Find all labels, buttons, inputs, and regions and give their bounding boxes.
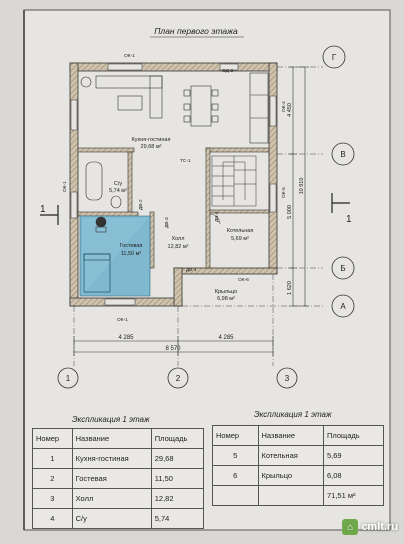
left-explication-table: Номер Название Площадь 1 Кухня-гостиная … [32, 428, 205, 529]
label-ok6: ОК-6 [238, 277, 249, 283]
label-ok1-left: ОК-1 [62, 181, 68, 192]
watermark: ⌂ cmlt.ru [342, 519, 398, 535]
bathroom-fixtures [85, 161, 122, 233]
cell-number: 3 [32, 488, 73, 509]
section-label-left: 1 [40, 204, 46, 215]
table-row: 1 Кухня-гостиная 29,68 [32, 448, 205, 469]
cell-name: Гостевая [71, 468, 152, 489]
axis-1: 1 [66, 374, 71, 383]
bath-name: С/у [114, 181, 123, 187]
porch-name: Крыльцо [215, 289, 237, 295]
guest-area: 11,50 м² [121, 251, 142, 257]
kitchen-furniture [80, 72, 269, 144]
dim-left-span: 4 285 [118, 335, 134, 341]
label-ok5: ОК-5 [281, 187, 287, 198]
label-stair: ТС-1 [180, 158, 191, 164]
bath-area: 5,74 м² [109, 188, 127, 194]
cell-name: Кухня-гостиная [71, 448, 152, 469]
left-table-caption: Экспликация 1 этаж [72, 415, 150, 424]
cell-area: 5,74 [150, 508, 205, 529]
axis-3: 3 [285, 374, 290, 383]
house-icon: ⌂ [342, 519, 359, 535]
label-dv3: ДВ-3 [164, 217, 170, 228]
boiler-name: Котельная [227, 228, 254, 234]
porch-area: 6,98 м² [217, 296, 235, 302]
label-ok4: ОК-4 [281, 101, 287, 112]
axis-a: А [340, 302, 346, 311]
axis-v: В [340, 150, 345, 159]
boiler-area: 5,69 м² [231, 236, 249, 242]
cell-number: 6 [212, 465, 259, 486]
table-header-row: Номер Название Площадь [32, 428, 205, 449]
cell-name: Крыльцо [257, 465, 324, 486]
table-row: 2 Гостевая 11,50 [32, 468, 205, 489]
table-row: 6 Крыльцо 6,08 [212, 465, 384, 486]
cell-number [212, 485, 259, 506]
table-row: 5 Котельная 5,69 [212, 445, 384, 466]
cell-number: 5 [212, 445, 259, 466]
kitchen-area: 29,68 м² [141, 144, 162, 150]
table-total-row: 71,51 м² [212, 485, 384, 506]
dim-right-total: 10 910 [299, 178, 305, 195]
hall-name: Холл [172, 236, 185, 242]
table-row: 4 С/у 5,74 [32, 508, 205, 529]
col-area: Площадь [323, 425, 384, 446]
dim-right-span: 4 285 [218, 335, 234, 341]
label-dv4: ДВ-4 [214, 211, 220, 222]
cell-number: 4 [32, 508, 73, 529]
cell-name: Холл [71, 488, 152, 509]
dim-right-low: 1 620 [287, 281, 293, 295]
right-explication-table: Номер Название Площадь 5 Котельная 5,69 … [212, 425, 384, 506]
section-label-right: 1 [346, 214, 352, 225]
guest-name: Гостевая [120, 243, 143, 249]
col-name: Название [71, 428, 152, 449]
cell-name: С/у [71, 508, 152, 529]
cell-area: 12,82 [150, 488, 205, 509]
cell-total-area: 71,51 м² [323, 485, 384, 506]
section-mark-left [40, 205, 59, 225]
label-od2-top: ОД-2 [222, 68, 233, 74]
table-row: 3 Холл 12,82 [32, 488, 205, 509]
axis-bubbles [57, 45, 355, 389]
right-table-caption: Экспликация 1 этаж [254, 410, 332, 419]
cell-area: 29,68 [150, 448, 205, 469]
axis-g: Г [332, 53, 337, 62]
cell-name: Котельная [257, 445, 324, 466]
col-number: Номер [212, 425, 259, 446]
plan-title: План первого этажа [154, 26, 238, 36]
axis-b: Б [340, 264, 345, 273]
dim-right-top: 4 450 [287, 103, 293, 117]
col-number: Номер [32, 428, 73, 449]
col-name: Название [257, 425, 324, 446]
dim-total-width: 8 570 [165, 346, 181, 352]
section-mark-right [331, 193, 350, 213]
watermark-text: cmlt.ru [361, 521, 398, 533]
cell-number: 1 [32, 448, 73, 469]
cell-area: 5,69 [323, 445, 384, 466]
cell-name [257, 485, 324, 506]
label-dv1: ДВ-1 [186, 267, 197, 273]
cell-area: 11,50 [150, 468, 205, 489]
dim-right-mid: 5 000 [287, 205, 293, 219]
cell-number: 2 [32, 468, 73, 489]
label-dv2: ДВ-2 [138, 199, 144, 210]
staircase [211, 155, 257, 207]
table-header-row: Номер Название Площадь [212, 425, 384, 446]
label-ok1-bottom: ОК-1 [117, 317, 128, 323]
cell-area: 6,08 [323, 465, 384, 486]
label-ok1-top: ОК-1 [124, 53, 135, 59]
hall-area: 12,82 м² [168, 244, 189, 250]
kitchen-name: Кухня-гостиная [132, 137, 171, 143]
axis-2: 2 [176, 374, 181, 383]
col-area: Площадь [150, 428, 205, 449]
